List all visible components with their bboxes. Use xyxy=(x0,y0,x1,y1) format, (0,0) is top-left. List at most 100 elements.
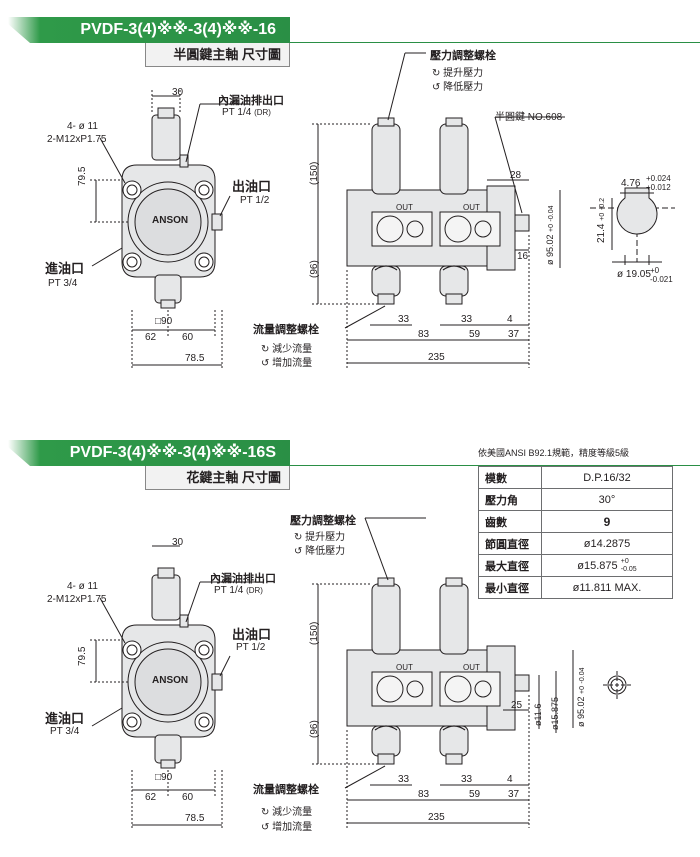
out-label-b: OUT xyxy=(463,663,480,672)
spec-value: ø15.875 +0-0.05 xyxy=(541,554,673,577)
pressure-up-row: ↻ 提升壓力 xyxy=(432,68,484,79)
section-2-subtitle: 花鍵主軸 尺寸圖 xyxy=(145,466,290,490)
ccw-arrow-icon: ↺ xyxy=(294,546,303,557)
spec-key: 節圓直徑 xyxy=(478,532,542,555)
flow-down-row: ↻ 減少流量 xyxy=(261,344,313,355)
spec-value: 30° xyxy=(541,488,673,511)
dim-33a: 33 xyxy=(398,774,410,785)
flow-screw-label: 流量調整螺栓 xyxy=(253,784,319,796)
spec-key: 最小直徑 xyxy=(478,576,542,599)
spec-value: ø11.811 MAX. xyxy=(541,576,673,599)
dim-90: □90 xyxy=(155,772,173,783)
out-label-a: OUT xyxy=(396,663,413,672)
out-label-a: OUT xyxy=(396,203,413,212)
dim-60: 60 xyxy=(182,792,194,803)
inlet-label: 進油口 xyxy=(45,711,85,726)
drain-size: PT 1/4 (DR) xyxy=(222,107,271,118)
key-tol-up: +0.024 xyxy=(646,174,671,183)
key-width: 4.76 xyxy=(621,178,641,189)
dim-62: 62 xyxy=(145,792,157,803)
pressure-down-row: ↺ 降低壓力 xyxy=(294,546,346,557)
spec-value: 9 xyxy=(541,510,673,533)
title-rule xyxy=(290,42,700,43)
dim-16: 16 xyxy=(517,251,529,262)
dim-4: 4 xyxy=(507,774,513,785)
drain-size: PT 1/4 (DR) xyxy=(214,585,263,596)
dim-15-875: ø15.875 xyxy=(550,696,560,730)
ccw-arrow-icon: ↺ xyxy=(261,358,270,369)
dim-235: 235 xyxy=(428,352,445,363)
dim-235: 235 xyxy=(428,812,445,823)
out-label-b: OUT xyxy=(463,203,480,212)
dim-30: 30 xyxy=(172,537,184,548)
bolt-thread-label: 2-M12xP1.75 xyxy=(47,134,107,145)
pressure-down-row: ↺ 降低壓力 xyxy=(432,82,484,93)
outlet-size: PT 1/2 xyxy=(240,195,270,206)
inlet-size: PT 3/4 xyxy=(48,278,78,289)
brand-logo-text: ANSON xyxy=(152,675,189,686)
shaft-key-dn: -0.021 xyxy=(650,275,673,284)
spec-key: 壓力角 xyxy=(478,488,542,511)
section-2-title: PVDF-3(4)※※-3(4)※※-16S xyxy=(0,440,290,466)
dim-33b: 33 xyxy=(461,314,473,325)
spec-value: ø14.2875 xyxy=(541,532,673,555)
dim-33b: 33 xyxy=(461,774,473,785)
dim-96: (96) xyxy=(309,720,320,738)
dim-4: 4 xyxy=(507,314,513,325)
cw-arrow-icon: ↻ xyxy=(261,807,270,818)
spec-value: D.P.16/32 xyxy=(541,466,673,489)
dim-37: 37 xyxy=(508,789,520,800)
flow-up-row: ↺ 增加流量 xyxy=(261,822,313,833)
flow-down-row: ↻ 減少流量 xyxy=(261,807,313,818)
spec-key: 最大直徑 xyxy=(478,554,542,577)
dim-90: □90 xyxy=(155,316,173,327)
dim-60: 60 xyxy=(182,332,194,343)
outlet-size: PT 1/2 xyxy=(236,642,266,653)
title-rule xyxy=(290,465,700,466)
section-1-drawing xyxy=(90,52,675,370)
key-label: 半圓鍵 NO.608 xyxy=(495,112,563,123)
pressure-screw-label: 壓力調整螺栓 xyxy=(430,50,496,62)
bolt-dia-label: 4- ø 11 xyxy=(67,581,98,592)
key-tol-dn: +0.012 xyxy=(646,183,671,192)
dim-59: 59 xyxy=(469,329,481,340)
dim-79-5: 79.5 xyxy=(77,646,88,666)
cw-arrow-icon: ↻ xyxy=(261,344,270,355)
inlet-label: 進油口 xyxy=(45,261,85,276)
shaft-key-dia: ø 19.05 xyxy=(617,269,651,280)
spec-key: 齒數 xyxy=(478,510,542,533)
section-1-subtitle: 半圓鍵主軸 尺寸圖 xyxy=(145,43,290,67)
shaft-key-up: +0 xyxy=(650,266,660,275)
drain-label: 內漏油排出口 xyxy=(210,573,276,585)
dim-62: 62 xyxy=(145,332,157,343)
cw-arrow-icon: ↻ xyxy=(294,532,303,543)
bolt-dia-label: 4- ø 11 xyxy=(67,121,98,132)
dim-28: 28 xyxy=(510,170,522,181)
pressure-screw-label: 壓力調整螺栓 xyxy=(290,515,356,527)
spec-key: 模數 xyxy=(478,466,542,489)
dim-78-5: 78.5 xyxy=(185,353,205,364)
ccw-arrow-icon: ↺ xyxy=(432,82,441,93)
dim-25: 25 xyxy=(511,700,523,711)
bolt-thread-label: 2-M12xP1.75 xyxy=(47,594,107,605)
flow-up-row: ↺ 增加流量 xyxy=(261,358,313,369)
cw-arrow-icon: ↻ xyxy=(432,68,441,79)
drain-label: 內漏油排出口 xyxy=(218,95,284,107)
dim-78-5: 78.5 xyxy=(185,813,205,824)
dim-59: 59 xyxy=(469,789,481,800)
section-1-title: PVDF-3(4)※※-3(4)※※-16 xyxy=(0,17,290,43)
dim-150: (150) xyxy=(309,621,320,645)
shaft-dia: ø 95.02 +0 -0.04 xyxy=(576,667,586,727)
outlet-label: 出油口 xyxy=(232,179,272,194)
inlet-size: PT 3/4 xyxy=(50,726,80,737)
outlet-label: 出油口 xyxy=(232,627,272,642)
dim-37: 37 xyxy=(508,329,520,340)
